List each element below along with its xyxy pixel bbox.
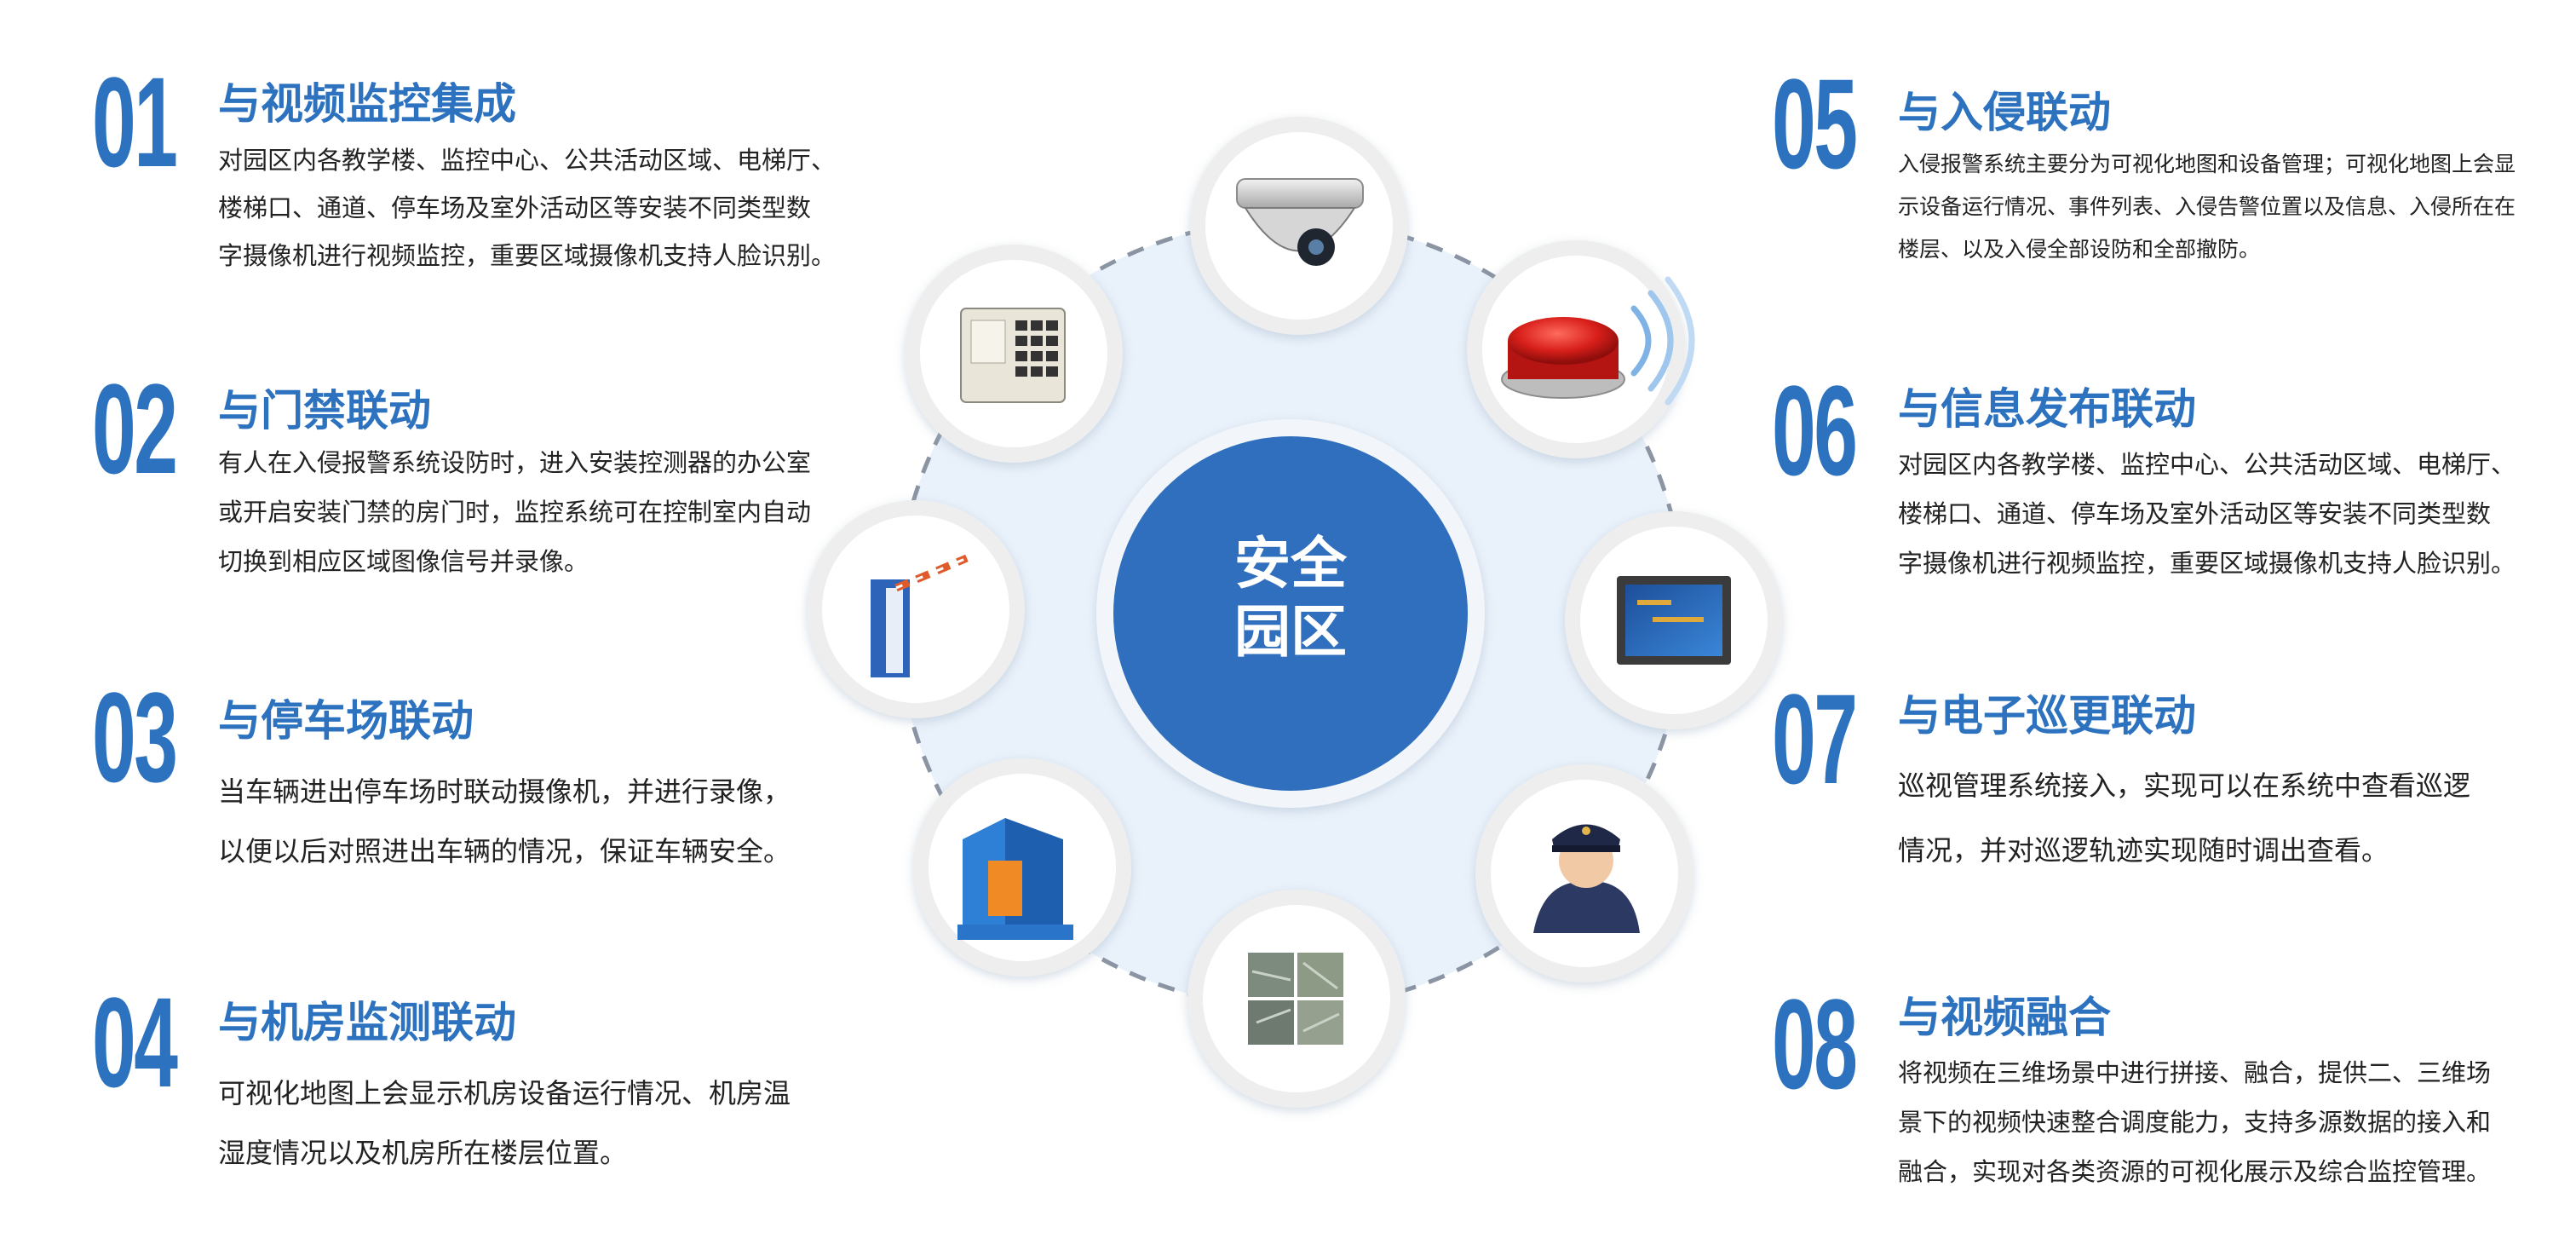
alarm-button-icon [1501, 276, 1695, 406]
center-label: 安全 园区 [1188, 530, 1393, 666]
item-04: 04 与机房监测联动 可视化地图上会显示机房设备运行情况、机房温 湿度情况以及机… [92, 978, 859, 1183]
parking-barrier-icon [871, 554, 969, 677]
item-title: 与机房监测联动 [218, 998, 516, 1047]
item-number: 03 [92, 665, 178, 809]
satellite-top-right [1467, 240, 1695, 458]
item-number: 02 [92, 357, 178, 500]
item-description: 可视化地图上会显示机房设备运行情况、机房温 湿度情况以及机房所在楼层位置。 [218, 1077, 791, 1169]
center-label-line2: 园区 [1234, 599, 1347, 665]
item-description: 对园区内各教学楼、监控中心、公共活动区域、电梯厅、 楼梯口、通道、停车场及室外活… [218, 146, 837, 270]
item-number: 08 [1772, 972, 1858, 1115]
building-icon [957, 818, 1073, 940]
item-title: 与信息发布联动 [1898, 384, 2196, 434]
item-number: 01 [92, 50, 178, 193]
item-title: 与视频融合 [1898, 993, 2111, 1042]
security-guard-icon [1533, 824, 1640, 933]
item-03: 03 与停车场联动 当车辆进出停车场时联动摄像机，并进行录像， 以便以后对照进出… [92, 673, 859, 878]
center-circle [1113, 436, 1468, 791]
dome-camera-icon [1236, 178, 1364, 266]
item-title: 与停车场联动 [218, 696, 474, 746]
item-description: 巡视管理系统接入，实现可以在系统中查看巡逻 情况，并对巡逻轨迹实现随时调出查看。 [1898, 769, 2471, 867]
item-number: 06 [1772, 359, 1858, 502]
video-wall-icon [1248, 953, 1343, 1045]
item-description: 当车辆进出停车场时联动摄像机，并进行录像， 以便以后对照进出车辆的情况，保证车辆… [218, 775, 791, 867]
satellite-left [807, 500, 1025, 718]
item-description: 有人在入侵报警系统设防时，进入安装控测器的办公室 或开启安装门禁的房门时，监控系… [218, 448, 812, 576]
item-01: 01 与视频监控集成 对园区内各教学楼、监控中心、公共活动区域、电梯厅、 楼梯口… [92, 58, 859, 279]
satellite-top [1190, 117, 1408, 335]
item-number: 07 [1772, 667, 1858, 810]
item-05: 05 与入侵联动 入侵报警系统主要分为可视化地图和设备管理；可视化地图上会显 示… [1772, 60, 2556, 273]
center-label-line1: 安全 [1234, 531, 1347, 596]
item-title: 与视频监控集成 [218, 79, 516, 129]
item-description: 对园区内各教学楼、监控中心、公共活动区域、电梯厅、 楼梯口、通道、停车场及室外活… [1898, 450, 2516, 578]
item-02: 02 与门禁联动 有人在入侵报警系统设防时，进入安装控测器的办公室 或开启安装门… [92, 365, 859, 586]
item-title: 与入侵联动 [1898, 88, 2111, 137]
item-title: 与电子巡更联动 [1898, 691, 2196, 740]
item-description: 入侵报警系统主要分为可视化地图和设备管理；可视化地图上会显 示设备运行情况、事件… [1898, 152, 2516, 262]
satellite-bottom-left [913, 758, 1131, 977]
satellite-bottom [1187, 890, 1406, 1108]
satellite-top-left [905, 245, 1123, 463]
item-description: 将视频在三维场景中进行拼接、融合，提供二、三维场 景下的视频快速整合调度能力，支… [1898, 1058, 2492, 1186]
item-title: 与门禁联动 [218, 386, 431, 435]
item-number: 04 [92, 971, 178, 1114]
satellite-right [1565, 511, 1783, 729]
info-display-icon [1617, 576, 1731, 665]
item-number: 05 [1772, 52, 1858, 195]
item-07: 07 与电子巡更联动 巡视管理系统接入，实现可以在系统中查看巡逻 情况，并对巡逻… [1772, 675, 2556, 879]
satellite-bottom-right [1475, 764, 1693, 982]
access-keypad-icon [960, 308, 1066, 403]
item-06: 06 与信息发布联动 对园区内各教学楼、监控中心、公共活动区域、电梯厅、 楼梯口… [1772, 366, 2556, 588]
item-08: 08 与视频融合 将视频在三维场景中进行拼接、融合，提供二、三维场 景下的视频快… [1772, 980, 2556, 1201]
